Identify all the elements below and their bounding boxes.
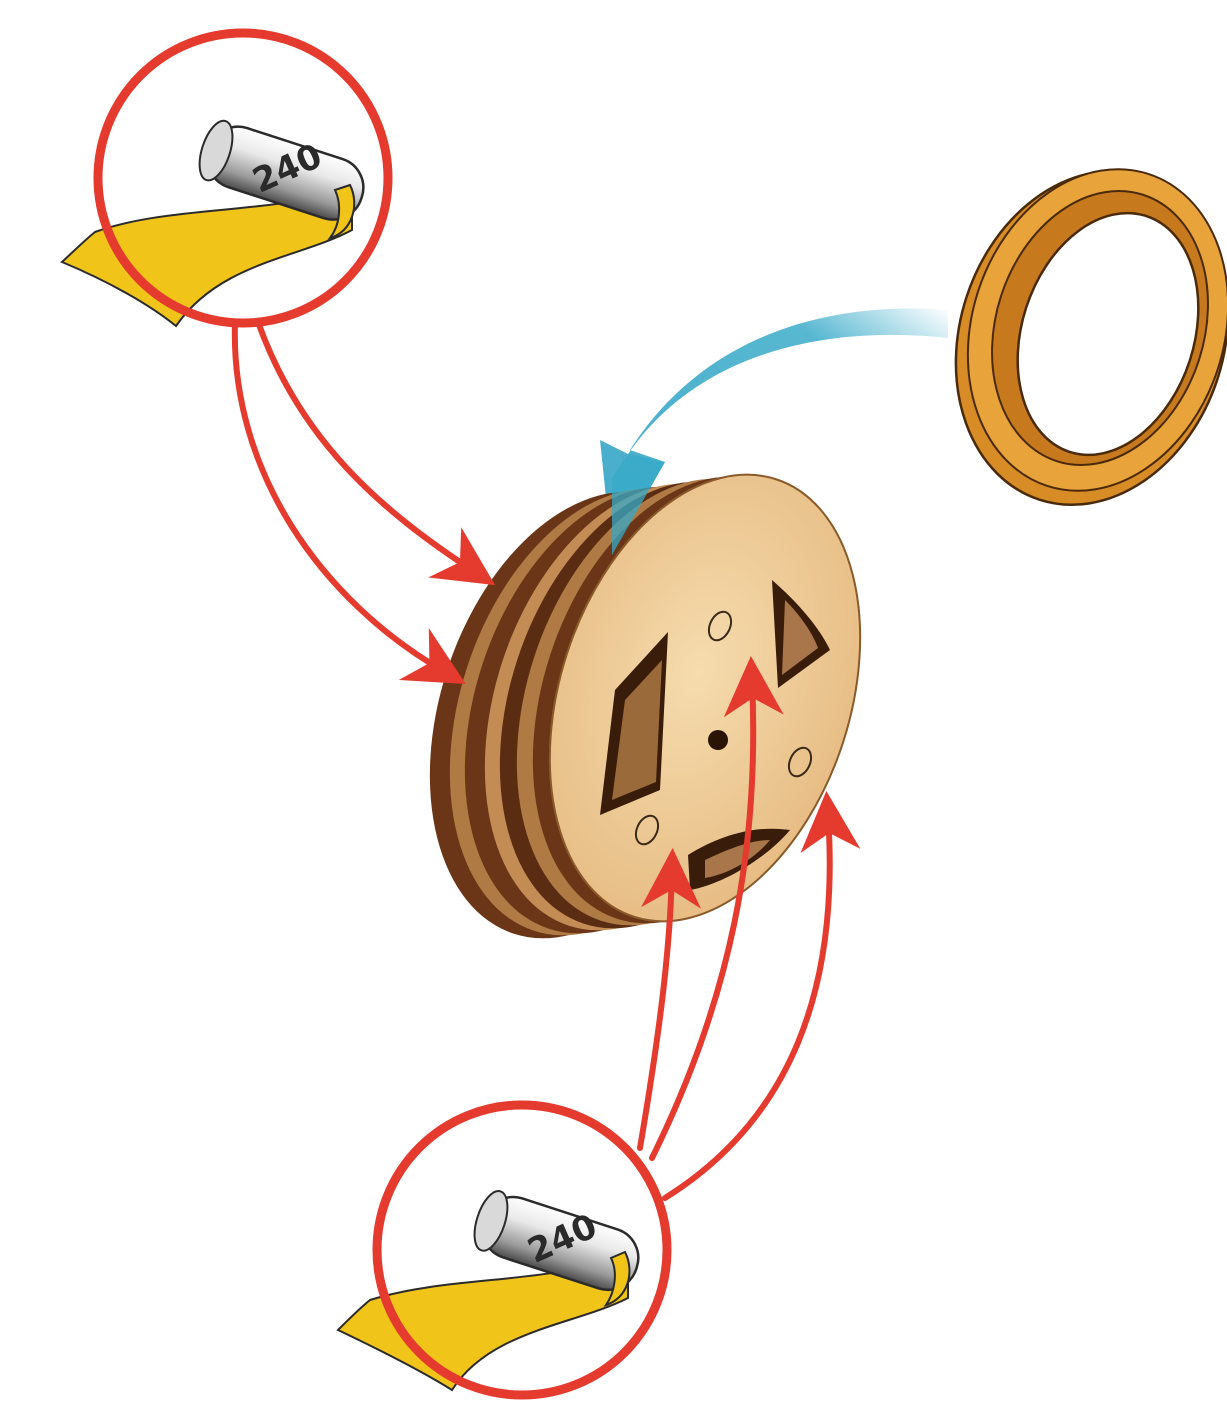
red-arrow bbox=[258, 322, 475, 572]
red-arrows-top bbox=[235, 322, 475, 672]
wooden-wheel bbox=[376, 434, 914, 978]
tire-ring bbox=[914, 135, 1227, 540]
callout-bottom: 240 bbox=[338, 1105, 667, 1395]
axle-hole bbox=[708, 730, 728, 750]
callout-top: 240 bbox=[62, 33, 388, 326]
red-arrow bbox=[235, 322, 445, 672]
